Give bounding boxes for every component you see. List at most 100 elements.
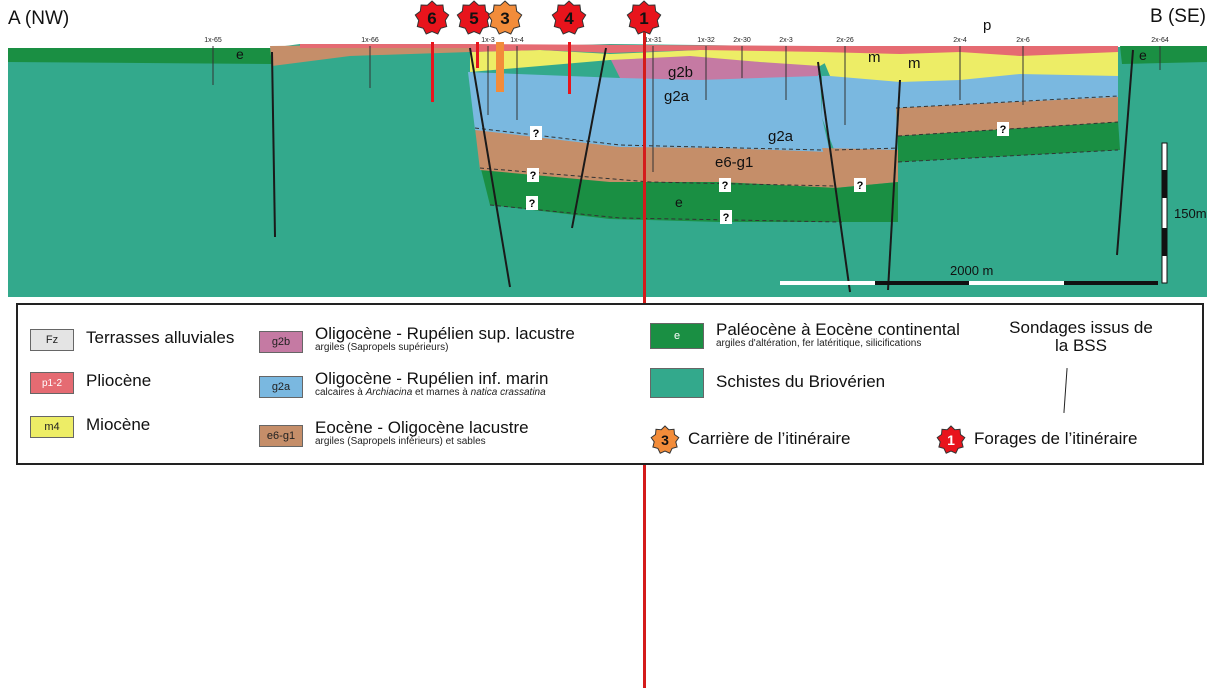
marker-number: 6 — [427, 9, 436, 28]
question-mark: ? — [722, 180, 729, 192]
legend-item-fz: Fz Terrasses alluviales — [30, 329, 234, 351]
legend-item-g2a: g2a Oligocène - Rupélien inf. marin calc… — [259, 370, 548, 398]
layer-e6g1-graben — [475, 128, 838, 188]
vertical-scale-label: 150m — [1174, 206, 1207, 221]
borehole-label: 1x-32 — [697, 37, 715, 44]
question-mark: ? — [1000, 124, 1007, 136]
marker-badge-1 — [626, 0, 662, 35]
marker-badge-5 — [456, 0, 492, 35]
borehole-label: 1x-4 — [510, 37, 524, 44]
legend-item-g2b: g2b Oligocène - Rupélien sup. lacustre a… — [259, 325, 575, 353]
label-e6g1: e6-g1 — [715, 154, 753, 171]
legend-e-sub: argiles d'altération, fer latéritique, s… — [716, 337, 922, 349]
label-m1: m — [868, 49, 881, 66]
borehole-label: 2x-4 — [953, 37, 967, 44]
legend-schistes-title: Schistes du Briovérien — [716, 372, 886, 391]
fault-6 — [1116, 49, 1134, 256]
question-mark-box — [719, 178, 731, 192]
label-m2: m — [908, 55, 921, 72]
label-e-center: e — [675, 194, 683, 210]
legend-sondages: Sondages issus de la BSS — [1009, 318, 1153, 355]
question-mark-box — [527, 168, 539, 182]
legend-g2b-title: Oligocène - Rupélien sup. lacustre — [315, 324, 575, 343]
horizontal-scale — [780, 281, 1158, 285]
borehole-label: 2x-30 — [733, 37, 751, 44]
layer-e-left — [8, 48, 272, 64]
marker-number: 1 — [639, 9, 648, 28]
marker-badge-6 — [414, 0, 450, 35]
marker-sticks — [431, 42, 571, 102]
marker-number: 3 — [500, 9, 509, 28]
question-mark-box — [526, 196, 538, 210]
label-g2b: g2b — [668, 64, 693, 81]
marker-badge-4 — [551, 0, 587, 35]
legend-item-e6g1: e6-g1 Eocène - Oligocène lacustre argile… — [259, 419, 529, 447]
legend-item-schistes: Schistes du Briovérien — [650, 368, 885, 398]
question-mark-box — [997, 122, 1009, 136]
marker-number: 5 — [469, 9, 478, 28]
corner-a: A (NW) — [8, 8, 69, 29]
horizontal-scale-label: 2000 m — [950, 263, 993, 278]
borehole-label: 2x-64 — [1151, 37, 1169, 44]
borehole-label: 1x-3 — [481, 37, 495, 44]
question-mark: ? — [530, 170, 537, 182]
legend-g2a-title: Oligocène - Rupélien inf. marin — [315, 369, 549, 388]
question-mark-box — [854, 178, 866, 192]
legend-forages-title: Forages de l’itinéraire — [974, 429, 1138, 448]
label-e-left: e — [236, 46, 244, 62]
layer-miocene-right — [820, 50, 1118, 82]
swatch-e: e — [650, 323, 704, 349]
corner-b: B (SE) — [1150, 6, 1206, 27]
svg-text:1: 1 — [947, 432, 955, 448]
fault-5 — [887, 79, 901, 291]
forage-badge-icon: 1 — [936, 425, 966, 454]
fault-3 — [571, 47, 607, 229]
fault-2 — [469, 47, 511, 288]
fault-4 — [817, 61, 851, 293]
fault-1 — [271, 51, 276, 238]
layer-g2a-graben — [468, 72, 830, 152]
legend-g2a-sub: calcaires à Archiacina et marnes à natic… — [315, 386, 546, 398]
svg-text:3: 3 — [661, 432, 669, 448]
label-g2a-upper: g2a — [664, 88, 690, 105]
layer-miocene-center — [470, 50, 830, 72]
swatch-g2b: g2b — [259, 331, 303, 353]
label-p: p — [983, 17, 991, 34]
layer-g2b — [610, 54, 820, 80]
legend-item-p12: p1-2 Pliocène — [30, 372, 151, 394]
legend-e-title: Paléocène à Eocène continental — [716, 320, 960, 339]
layer-e-far-right — [1120, 46, 1207, 64]
question-mark-box — [530, 126, 542, 140]
swatch-g2a: g2a — [259, 376, 303, 398]
swatch-m4: m4 — [30, 416, 74, 438]
legend-item-carriere: 3 Carrière de l’itinéraire — [650, 425, 851, 455]
borehole-label: 1x-66 — [361, 37, 379, 44]
swatch-fz: Fz — [30, 329, 74, 351]
legend-item-forages: 1 Forages de l’itinéraire — [936, 425, 1137, 455]
question-mark: ? — [857, 180, 864, 192]
legend-e6g1-title: Eocène - Oligocène lacustre — [315, 418, 529, 437]
layer-e6g1-right — [896, 96, 1118, 136]
legend-g2b-sub: argiles (Sapropels supérieurs) — [315, 341, 449, 353]
swatch-schistes — [650, 368, 704, 398]
legend-p12-title: Pliocène — [86, 371, 152, 390]
label-g2a-lower: g2a — [768, 128, 794, 145]
legend-e6g1-sub: argiles (Sapropels inférieurs) et sables — [315, 435, 486, 447]
legend-carriere-title: Carrière de l’itinéraire — [688, 429, 851, 448]
legend: Fz Terrasses alluviales p1-2 Pliocène m4… — [16, 303, 1204, 465]
swatch-p12: p1-2 — [30, 372, 74, 394]
borehole-label: 2x-3 — [779, 37, 793, 44]
question-mark-box — [720, 210, 732, 224]
label-e-right: e — [1139, 47, 1147, 63]
question-mark: ? — [533, 128, 540, 140]
legend-item-e: e Paléocène à Eocène continental argiles… — [650, 321, 960, 349]
question-mark: ? — [723, 212, 730, 224]
question-mark: ? — [529, 198, 536, 210]
vertical-scale — [1161, 142, 1168, 284]
legend-m4-title: Miocène — [86, 415, 151, 434]
layer-e-right — [898, 120, 1120, 162]
marker-badge-3 — [487, 0, 523, 35]
sondages-tick — [1063, 368, 1068, 413]
borehole-label: 2x-6 — [1016, 37, 1030, 44]
